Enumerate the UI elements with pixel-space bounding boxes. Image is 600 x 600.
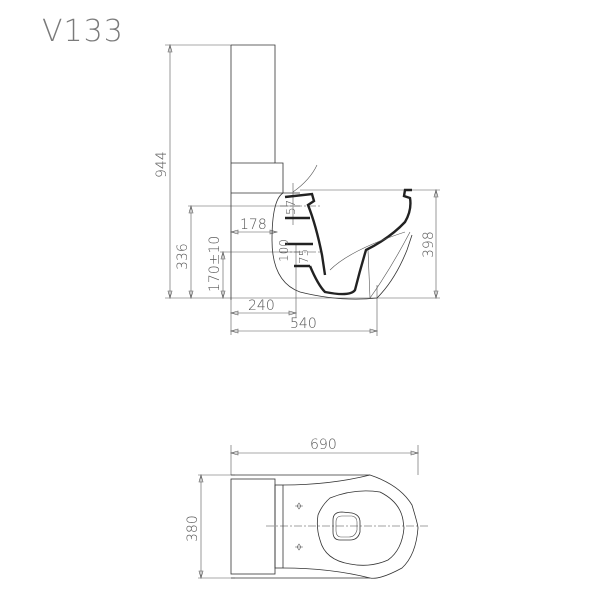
bolt-hole-icon [295,502,303,551]
dim-240: 240 [248,298,275,314]
dim-57: 57 [284,200,298,215]
dim-380: 380 [185,515,201,542]
model-title: V133 [42,14,124,49]
dim-398: 398 [421,231,437,258]
dim-75: 75 [297,249,311,264]
dim-540: 540 [290,316,317,332]
side-view [165,43,440,336]
dim-944: 944 [154,151,170,178]
dim-336: 336 [175,243,191,270]
dim-178: 178 [240,217,267,233]
top-view [198,445,428,580]
dim-690: 690 [310,437,337,453]
dim-170: 170±10 [207,236,223,292]
dim-100: 100 [277,239,291,262]
tank-outline [231,44,284,193]
